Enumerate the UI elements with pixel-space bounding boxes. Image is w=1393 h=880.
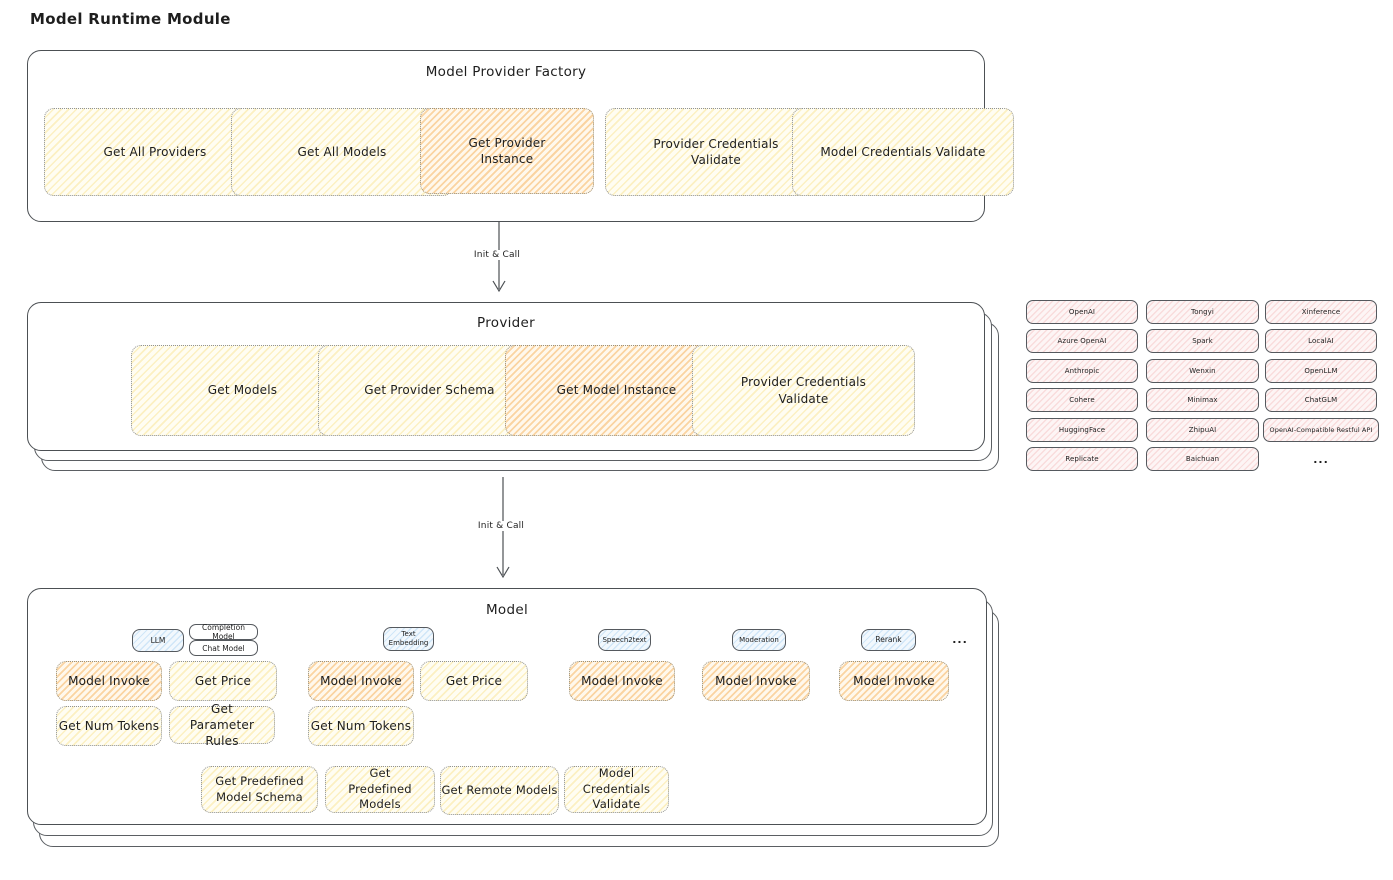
- provider-pill-openllm: OpenLLM: [1265, 359, 1377, 383]
- op-get-num-tokens-embedding: Get Num Tokens: [308, 706, 414, 746]
- providers-list-panel: OpenAI Azure OpenAI Anthropic Cohere Hug…: [1026, 300, 1379, 472]
- op-model-invoke-speech2text: Model Invoke: [569, 661, 675, 701]
- op-get-price-embedding: Get Price: [420, 661, 528, 701]
- provider-pill-openai: OpenAI: [1026, 300, 1138, 324]
- provider-pill-tongyi: Tongyi: [1146, 300, 1259, 324]
- tab-chat-model: Chat Model: [189, 640, 258, 656]
- op-model-invoke-moderation: Model Invoke: [702, 661, 810, 701]
- op-get-parameter-rules: Get Parameter Rules: [169, 702, 275, 748]
- op-get-remote-models: Get Remote Models: [440, 766, 559, 815]
- op-model-credentials-validate: Model Credentials Validate: [564, 766, 669, 813]
- op-get-predefined-models: Get Predefined Models: [325, 766, 435, 813]
- tab-completion-model: Completion Model: [189, 623, 258, 641]
- provider-pill-spark: Spark: [1146, 329, 1259, 353]
- model-title: Model: [485, 602, 529, 618]
- provider-pill-azure-openai: Azure OpenAI: [1026, 329, 1138, 353]
- op-get-price-llm: Get Price: [169, 661, 277, 701]
- provider-pill-minimax: Minimax: [1146, 388, 1259, 412]
- tab-speech2text: Speech2text: [598, 629, 651, 651]
- model-container: Model LLM Completion Model Chat Model Te…: [27, 588, 987, 825]
- provider-pill-huggingface: HuggingFace: [1026, 418, 1138, 442]
- tab-text-embedding: Text Embedding: [383, 627, 434, 651]
- op-model-invoke-llm: Model Invoke: [56, 661, 162, 701]
- op-model-invoke-embedding: Model Invoke: [308, 661, 414, 701]
- op-get-predefined-model-schema: Get Predefined Model Schema: [201, 766, 318, 813]
- provider-pill-localai: LocalAI: [1265, 329, 1377, 353]
- provider-pill-baichuan: Baichuan: [1146, 447, 1259, 471]
- node-get-model-instance: Get Model Instance: [505, 345, 728, 436]
- provider-pill-wenxin: Wenxin: [1146, 359, 1259, 383]
- op-get-num-tokens-llm: Get Num Tokens: [56, 706, 162, 746]
- provider-pill-zhipuai: ZhipuAI: [1146, 418, 1259, 442]
- tab-moderation: Moderation: [732, 629, 786, 651]
- page-title: Model Runtime Module: [30, 10, 231, 28]
- factory-title: Model Provider Factory: [425, 64, 587, 80]
- provider-title: Provider: [477, 315, 535, 331]
- provider-pill-cohere: Cohere: [1026, 388, 1138, 412]
- provider-pill-anthropic: Anthropic: [1026, 359, 1138, 383]
- op-model-invoke-rerank: Model Invoke: [839, 661, 949, 701]
- provider-pill-openai-compatible-restful-api: OpenAI-Compatible Restful API: [1263, 418, 1379, 442]
- provider-pill-replicate: Replicate: [1026, 447, 1138, 471]
- model-tabs-more-ellipsis: ...: [952, 632, 968, 646]
- node-get-all-models: Get All Models: [231, 108, 453, 196]
- tab-llm: LLM: [132, 629, 184, 652]
- providers-more-ellipsis: ...: [1313, 452, 1329, 466]
- provider-pill-xinference: Xinference: [1265, 300, 1377, 324]
- node-get-models: Get Models: [131, 345, 354, 436]
- node-model-credentials-validate-factory: Model Credentials Validate: [792, 108, 1014, 196]
- arrow-label-init-call-1: Init & Call: [469, 250, 525, 260]
- tab-rerank: Rerank: [861, 629, 916, 651]
- node-get-provider-schema: Get Provider Schema: [318, 345, 541, 436]
- model-provider-factory-container: Model Provider Factory Get All Providers…: [27, 50, 1014, 222]
- provider-container: Provider Get Models Get Provider Schema …: [27, 302, 985, 451]
- provider-pill-chatglm: ChatGLM: [1265, 388, 1377, 412]
- arrow-label-init-call-2: Init & Call: [473, 521, 529, 531]
- node-provider-credentials-validate: Provider Credentials Validate: [692, 345, 915, 436]
- node-get-all-providers: Get All Providers: [44, 108, 266, 196]
- node-get-provider-instance: Get Provider Instance: [420, 108, 594, 194]
